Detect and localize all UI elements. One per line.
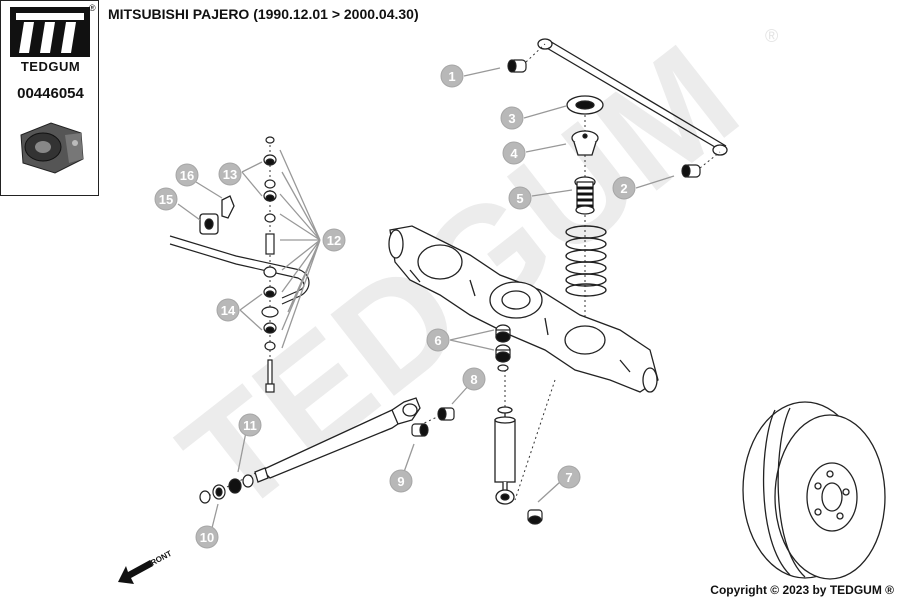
bushing-7 [527,509,543,525]
callout-6-label: 6 [434,333,441,348]
callout-13-label: 13 [223,167,237,182]
callout-10-bubble [195,525,219,549]
callout-3-label: 3 [508,111,515,126]
callout-9-label: 9 [397,474,404,489]
bushing-2 [681,164,701,178]
callout-5-bubble [508,186,532,210]
callout-5-label: 5 [516,191,523,206]
part-number: 00446054 [17,85,84,102]
callout-bubbles [154,64,636,549]
callout-2-bubble [612,176,636,200]
bushing-set-10 [199,474,254,504]
stabilizer-link-stack [261,136,279,393]
callout-8-label: 8 [470,372,477,387]
callout-15-bubble [154,187,178,211]
brand-name: TEDGUM [20,59,81,74]
callout-1-label: 1 [448,69,455,84]
coil-spring [565,225,607,297]
callout-11-bubble [238,413,262,437]
bushing-1 [507,59,527,73]
callout-4-label: 4 [510,146,518,161]
callout-14-label: 14 [221,303,236,318]
callout-16-label: 16 [180,168,194,183]
stabilizer-bushing-15 [199,213,219,235]
callout-6-bubble [426,328,450,352]
callout-1-bubble [440,64,464,88]
wheel [742,401,886,580]
callout-14-bubble [216,298,240,322]
product-thumbnail [20,122,84,174]
logo-box: ® TEDGUM 00446054 [0,0,99,196]
bushing-8 [437,407,455,421]
callout-12-bubble [322,228,346,252]
front-arrow-icon [118,560,153,584]
callout-9-bubble [389,469,413,493]
bracket-16 [221,195,235,219]
callout-labels: 1 2 3 4 5 6 7 8 9 10 11 12 13 14 15 16 [159,69,628,545]
callout-11-label: 11 [243,418,257,433]
lower-trailing-arm [254,397,421,483]
front-indicator: FRONT [118,549,173,584]
callout-10-label: 10 [200,530,214,545]
copyright-notice: Copyright © 2023 by TEDGUM ® [710,583,894,597]
spring-seat-3 [566,95,604,115]
callout-16-bubble [175,163,199,187]
callout-8-bubble [462,367,486,391]
bushing-set-6 [495,324,511,372]
callout-4-bubble [502,141,526,165]
rear-axle-housing [388,225,659,393]
tedgum-logo-icon [10,7,90,57]
watermark-registered-mark: ® [765,26,778,46]
shock-absorber [494,406,516,505]
callout-13-bubble [218,162,242,186]
callout-2-label: 2 [620,181,627,196]
bump-stop-cap-4 [571,130,599,156]
callout-7-label: 7 [565,470,572,485]
callout-15-label: 15 [159,192,173,207]
callout-7-bubble [557,465,581,489]
front-label: FRONT [145,549,174,570]
page-title: MITSUBISHI PAJERO (1990.12.01 > 2000.04.… [108,6,419,22]
callout-12-label: 12 [327,233,341,248]
logo-registered-mark: ® [89,3,96,13]
bump-stop-5 [574,176,596,215]
upper-control-rod [537,38,728,156]
stabilizer-bar [169,235,310,305]
callout-3-bubble [500,106,524,130]
bushing-9 [411,423,429,437]
callout-arrows [177,67,675,529]
